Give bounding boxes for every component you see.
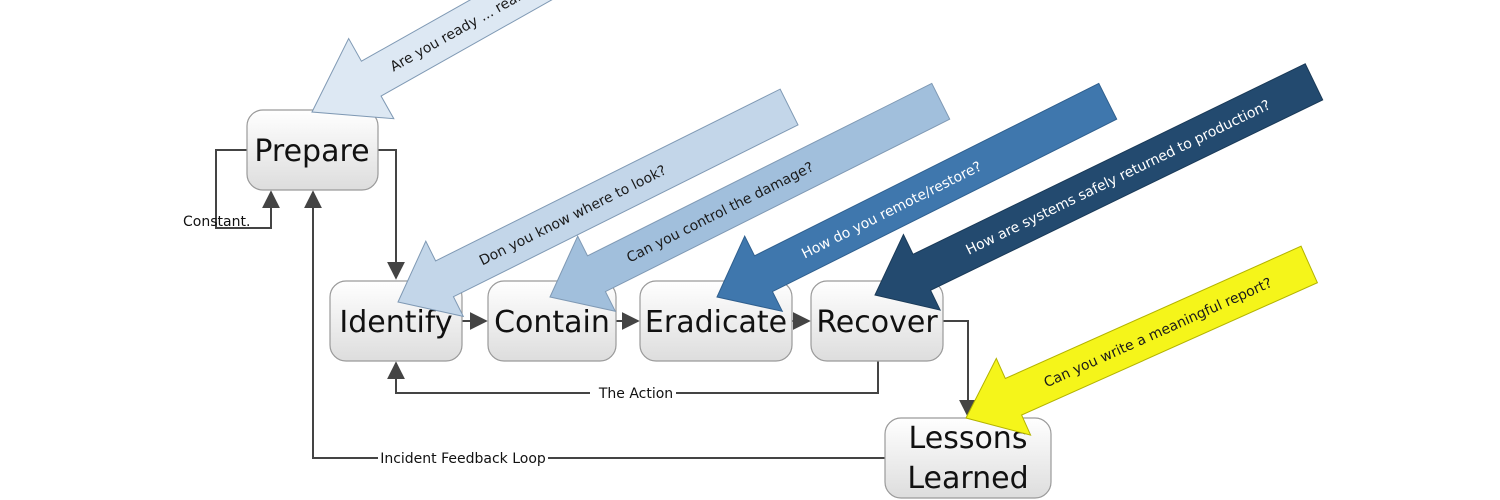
question-lessons: Can you write a meaningful report? — [1042, 275, 1275, 391]
question-arrow-identify-shape — [397, 88, 799, 318]
question-recover: How are systems safely returned to produ… — [964, 97, 1274, 258]
question-arrow-recover-shape — [874, 63, 1324, 311]
question-arrow-lessons: Can you write a meaningful report? — [965, 245, 1319, 436]
node-eradicate-label: Eradicate — [645, 305, 787, 340]
node-prepare-label: Prepare — [254, 134, 369, 169]
connector-constant-loop — [215, 149, 280, 229]
node-lessons-label-line2: Learned — [907, 461, 1028, 496]
action-label: The Action — [598, 386, 673, 402]
connector-recover-to-lessons — [943, 320, 977, 418]
feedback-label: Incident Feedback Loop — [380, 451, 546, 467]
question-arrow-contain-shape — [549, 82, 951, 312]
node-prepare: Prepare — [246, 109, 379, 191]
node-contain-label: Contain — [494, 305, 610, 340]
connector-feedback-loop — [304, 190, 885, 459]
action-label-bg — [590, 384, 676, 402]
node-recover-label: Recover — [816, 305, 938, 340]
question-arrow-eradicate-shape — [716, 82, 1118, 312]
constant-label: Constant. — [183, 214, 250, 230]
node-identify-label: Identify — [339, 305, 452, 340]
feedback-label-bg — [378, 449, 548, 467]
question-arrow-lessons-shape — [965, 245, 1319, 436]
connector-prepare-to-identify — [378, 149, 405, 280]
question-arrow-prepare-shape — [311, 0, 567, 120]
